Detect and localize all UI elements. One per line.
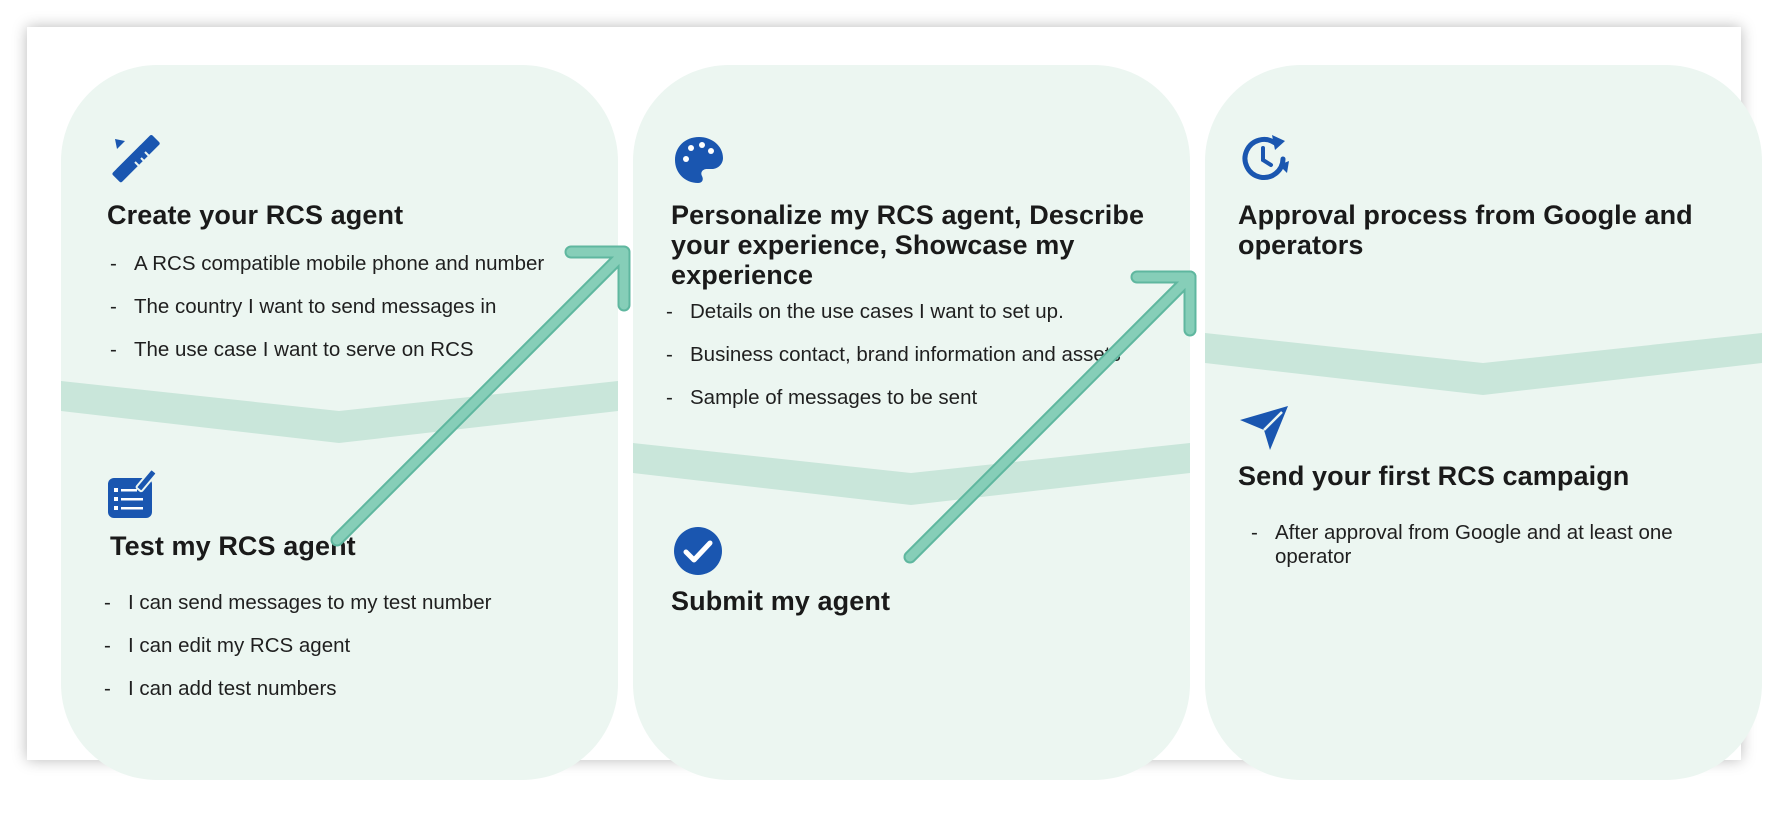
send-icon — [1240, 406, 1288, 450]
personalize-agent-requirements: Details on the use cases I want to set u… — [663, 300, 1153, 429]
panel-approval-and-send: Approval process from Google and operato… — [1205, 65, 1762, 780]
ruler-pencil-icon — [112, 135, 160, 183]
list-item: I can edit my RCS agent — [101, 634, 591, 658]
palette-icon — [675, 137, 723, 183]
list-item: The use case I want to serve on RCS — [107, 338, 597, 362]
panel-create-and-test: Create your RCS agent A RCS compatible m… — [61, 65, 618, 780]
send-campaign-requirements: After approval from Google and at least … — [1248, 521, 1728, 588]
step-title-send-campaign: Send your first RCS campaign — [1238, 461, 1630, 491]
list-item: Details on the use cases I want to set u… — [663, 300, 1153, 324]
list-item: Sample of messages to be sent — [663, 386, 1153, 410]
create-agent-requirements: A RCS compatible mobile phone and number… — [107, 252, 597, 381]
list-item: I can add test numbers — [101, 677, 591, 701]
clock-refresh-icon — [1242, 135, 1289, 180]
panel-divider-band — [61, 381, 618, 443]
list-item: After approval from Google and at least … — [1248, 521, 1728, 569]
step-title-personalize-agent: Personalize my RCS agent, Describe your … — [671, 200, 1145, 290]
list-item: Business contact, brand information and … — [663, 343, 1153, 367]
list-item: I can send messages to my test number — [101, 591, 591, 615]
step-title-create-agent: Create your RCS agent — [107, 200, 404, 230]
checklist-edit-icon — [108, 469, 158, 518]
panel-divider-band — [1205, 333, 1762, 395]
step-title-approval-process: Approval process from Google and operato… — [1238, 200, 1693, 260]
diagram-frame: Create your RCS agent A RCS compatible m… — [27, 27, 1762, 780]
step-title-test-agent: Test my RCS agent — [110, 531, 356, 561]
test-agent-capabilities: I can send messages to my test number I … — [101, 591, 591, 720]
panel-personalize-and-submit: Personalize my RCS agent, Describe your … — [633, 65, 1190, 780]
step-title-submit-agent: Submit my agent — [671, 586, 891, 616]
check-circle-icon — [674, 527, 722, 575]
panel-divider-band — [633, 443, 1190, 505]
list-item: A RCS compatible mobile phone and number — [107, 252, 597, 276]
list-item: The country I want to send messages in — [107, 295, 597, 319]
